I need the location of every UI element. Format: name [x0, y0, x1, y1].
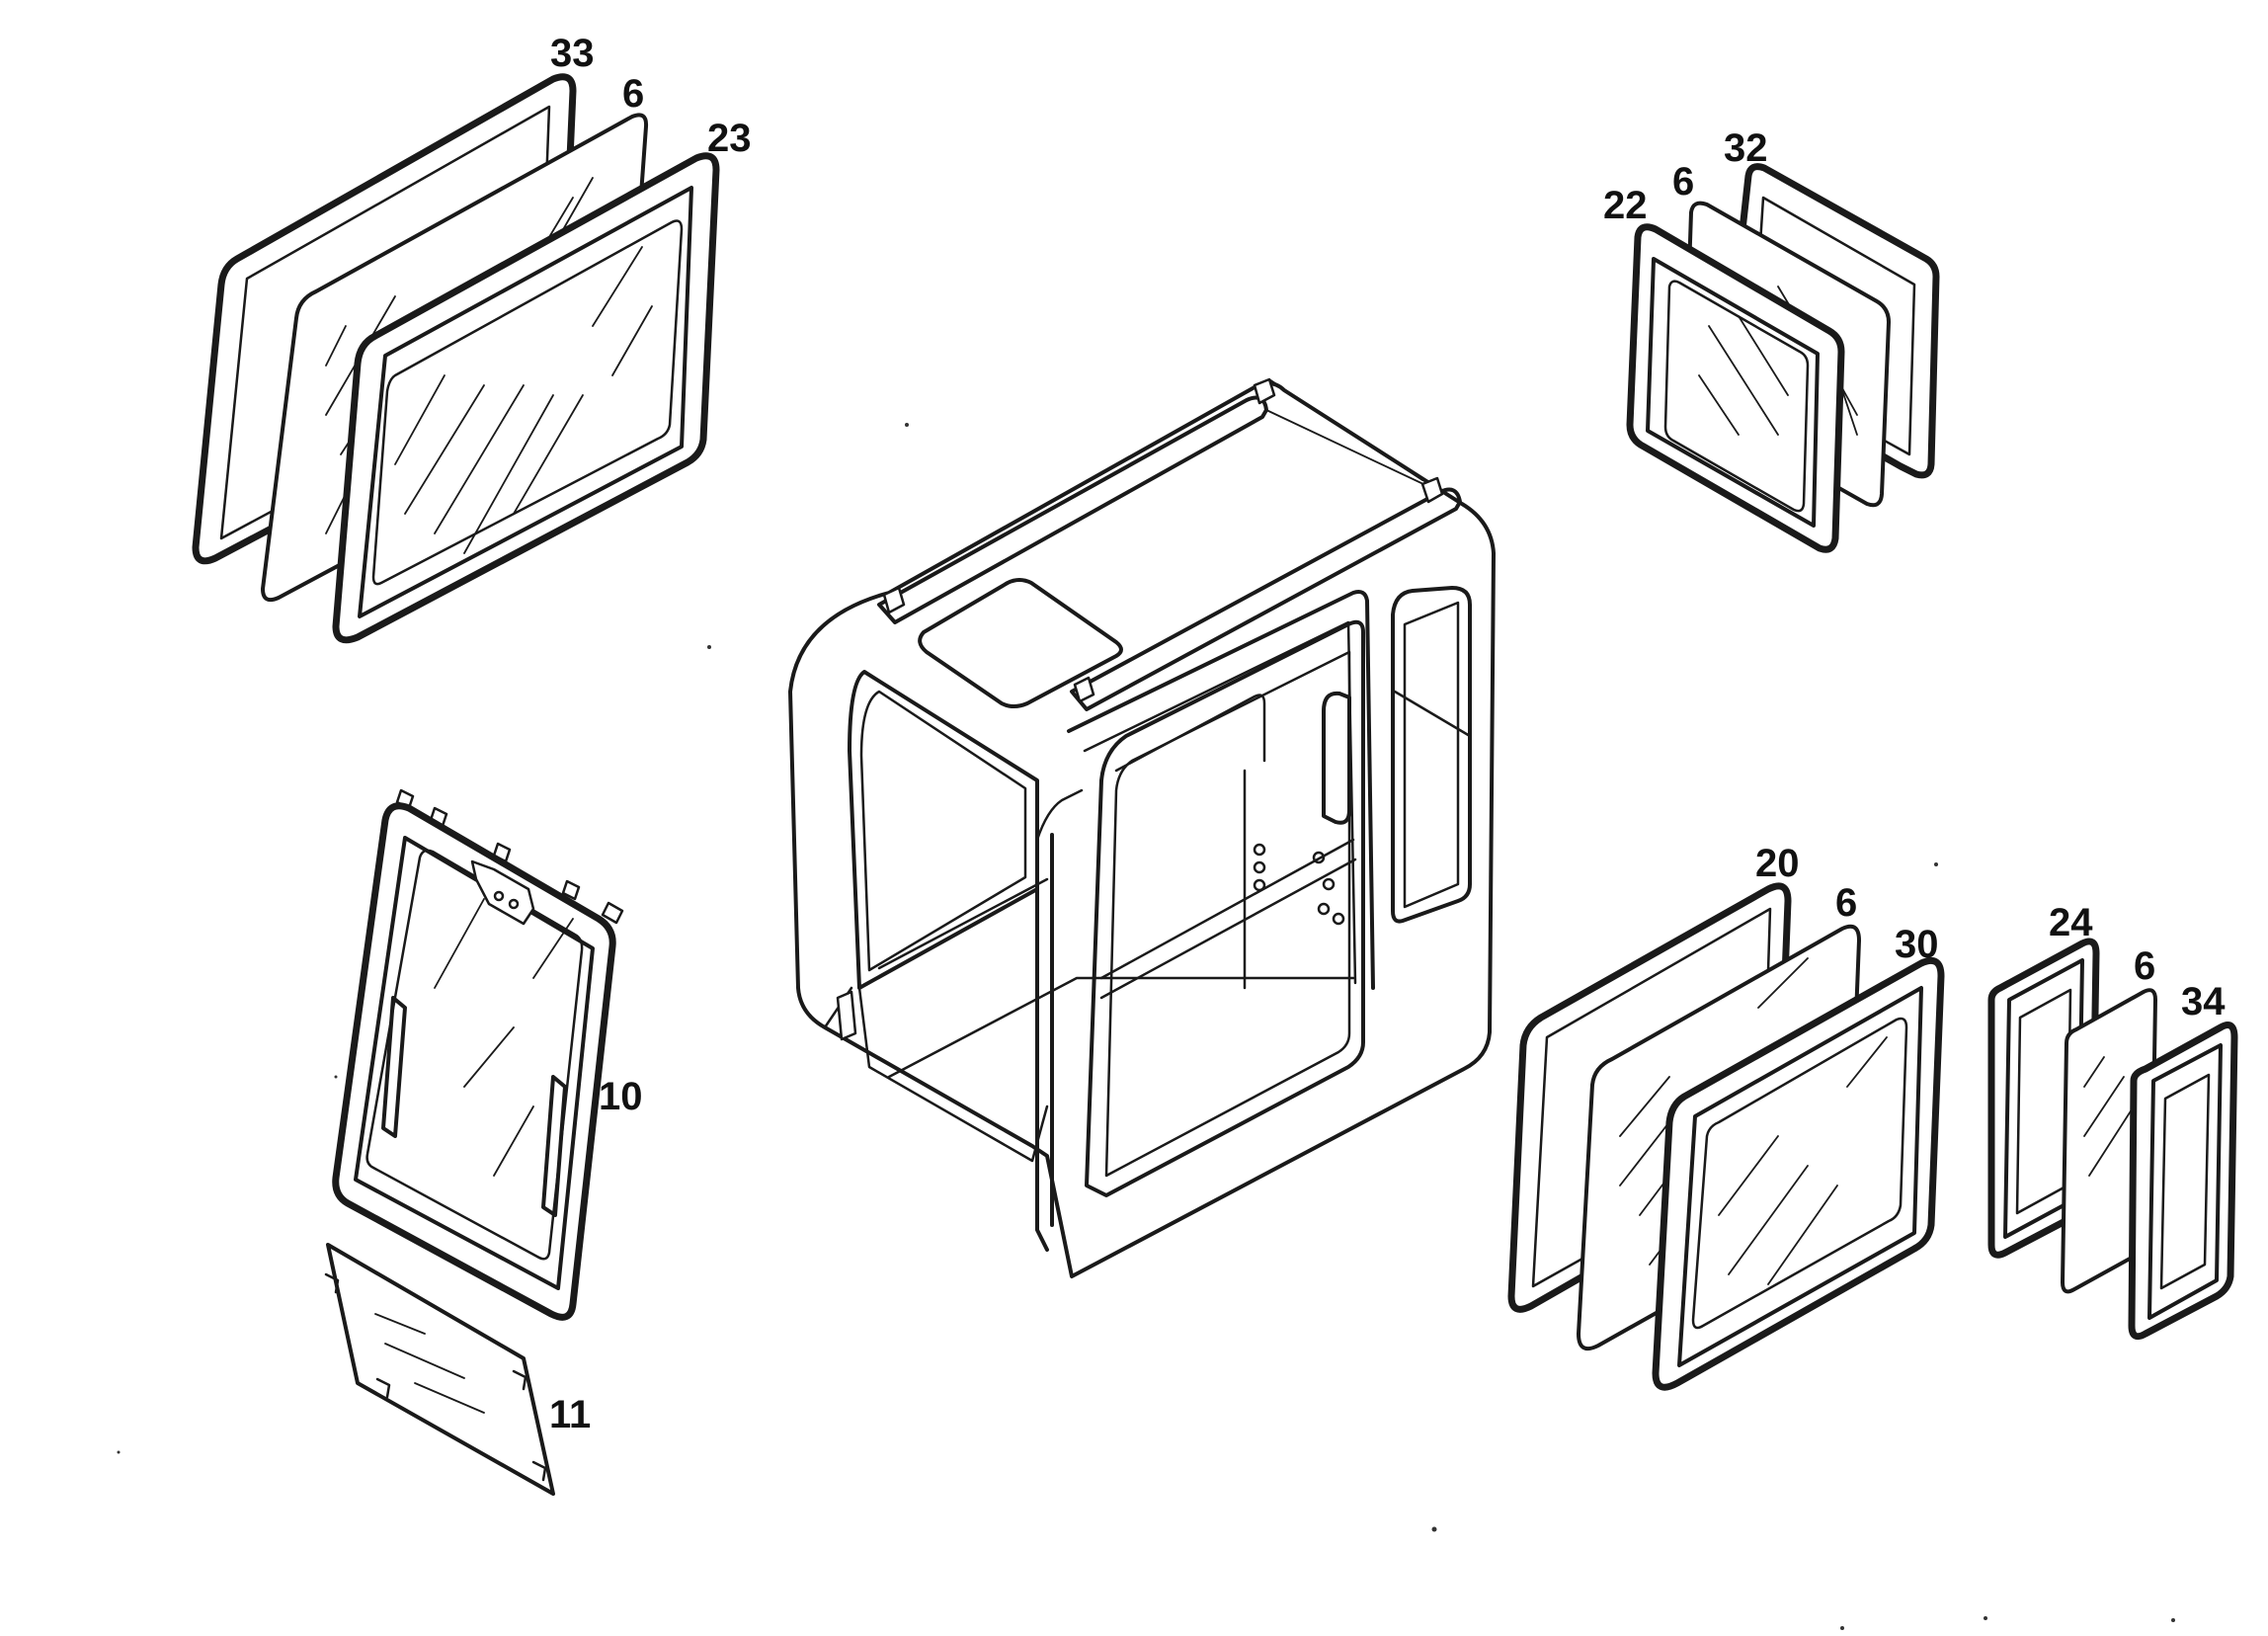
lower-panel-11: [324, 1243, 555, 1496]
part-label-34: 34: [2181, 980, 2226, 1023]
part-label-23: 23: [707, 117, 752, 160]
part-label-6-top-left: 6: [622, 72, 645, 116]
window-frame-22: [1626, 223, 1845, 553]
part-label-6-bottom-right: 6: [1835, 881, 1858, 925]
door-frame-10: [332, 788, 624, 1321]
part-label-6-top-right: 6: [1672, 160, 1695, 204]
window-frame-30: [1652, 956, 1945, 1391]
mounting-holes: [1253, 843, 1345, 926]
cab-body: [788, 377, 1496, 1278]
part-label-32: 32: [1724, 126, 1768, 170]
part-label-11: 11: [549, 1393, 592, 1436]
window-group-small-right: [1987, 938, 2238, 1341]
window-group-bottom-right: [1507, 882, 1945, 1391]
part-label-20: 20: [1755, 842, 1800, 885]
seal-frame-34: [2128, 1022, 2238, 1341]
window-group-top-left: [192, 73, 720, 644]
part-label-30: 30: [1895, 923, 1939, 966]
part-label-33: 33: [550, 32, 595, 75]
paper-specks: [117, 423, 2175, 1630]
window-frame-23: [332, 152, 720, 644]
window-group-top-right: [1626, 163, 1940, 553]
part-label-10: 10: [599, 1075, 643, 1118]
part-label-6-small-right: 6: [2134, 944, 2156, 988]
part-label-22: 22: [1603, 184, 1648, 227]
part-label-24: 24: [2049, 901, 2093, 944]
